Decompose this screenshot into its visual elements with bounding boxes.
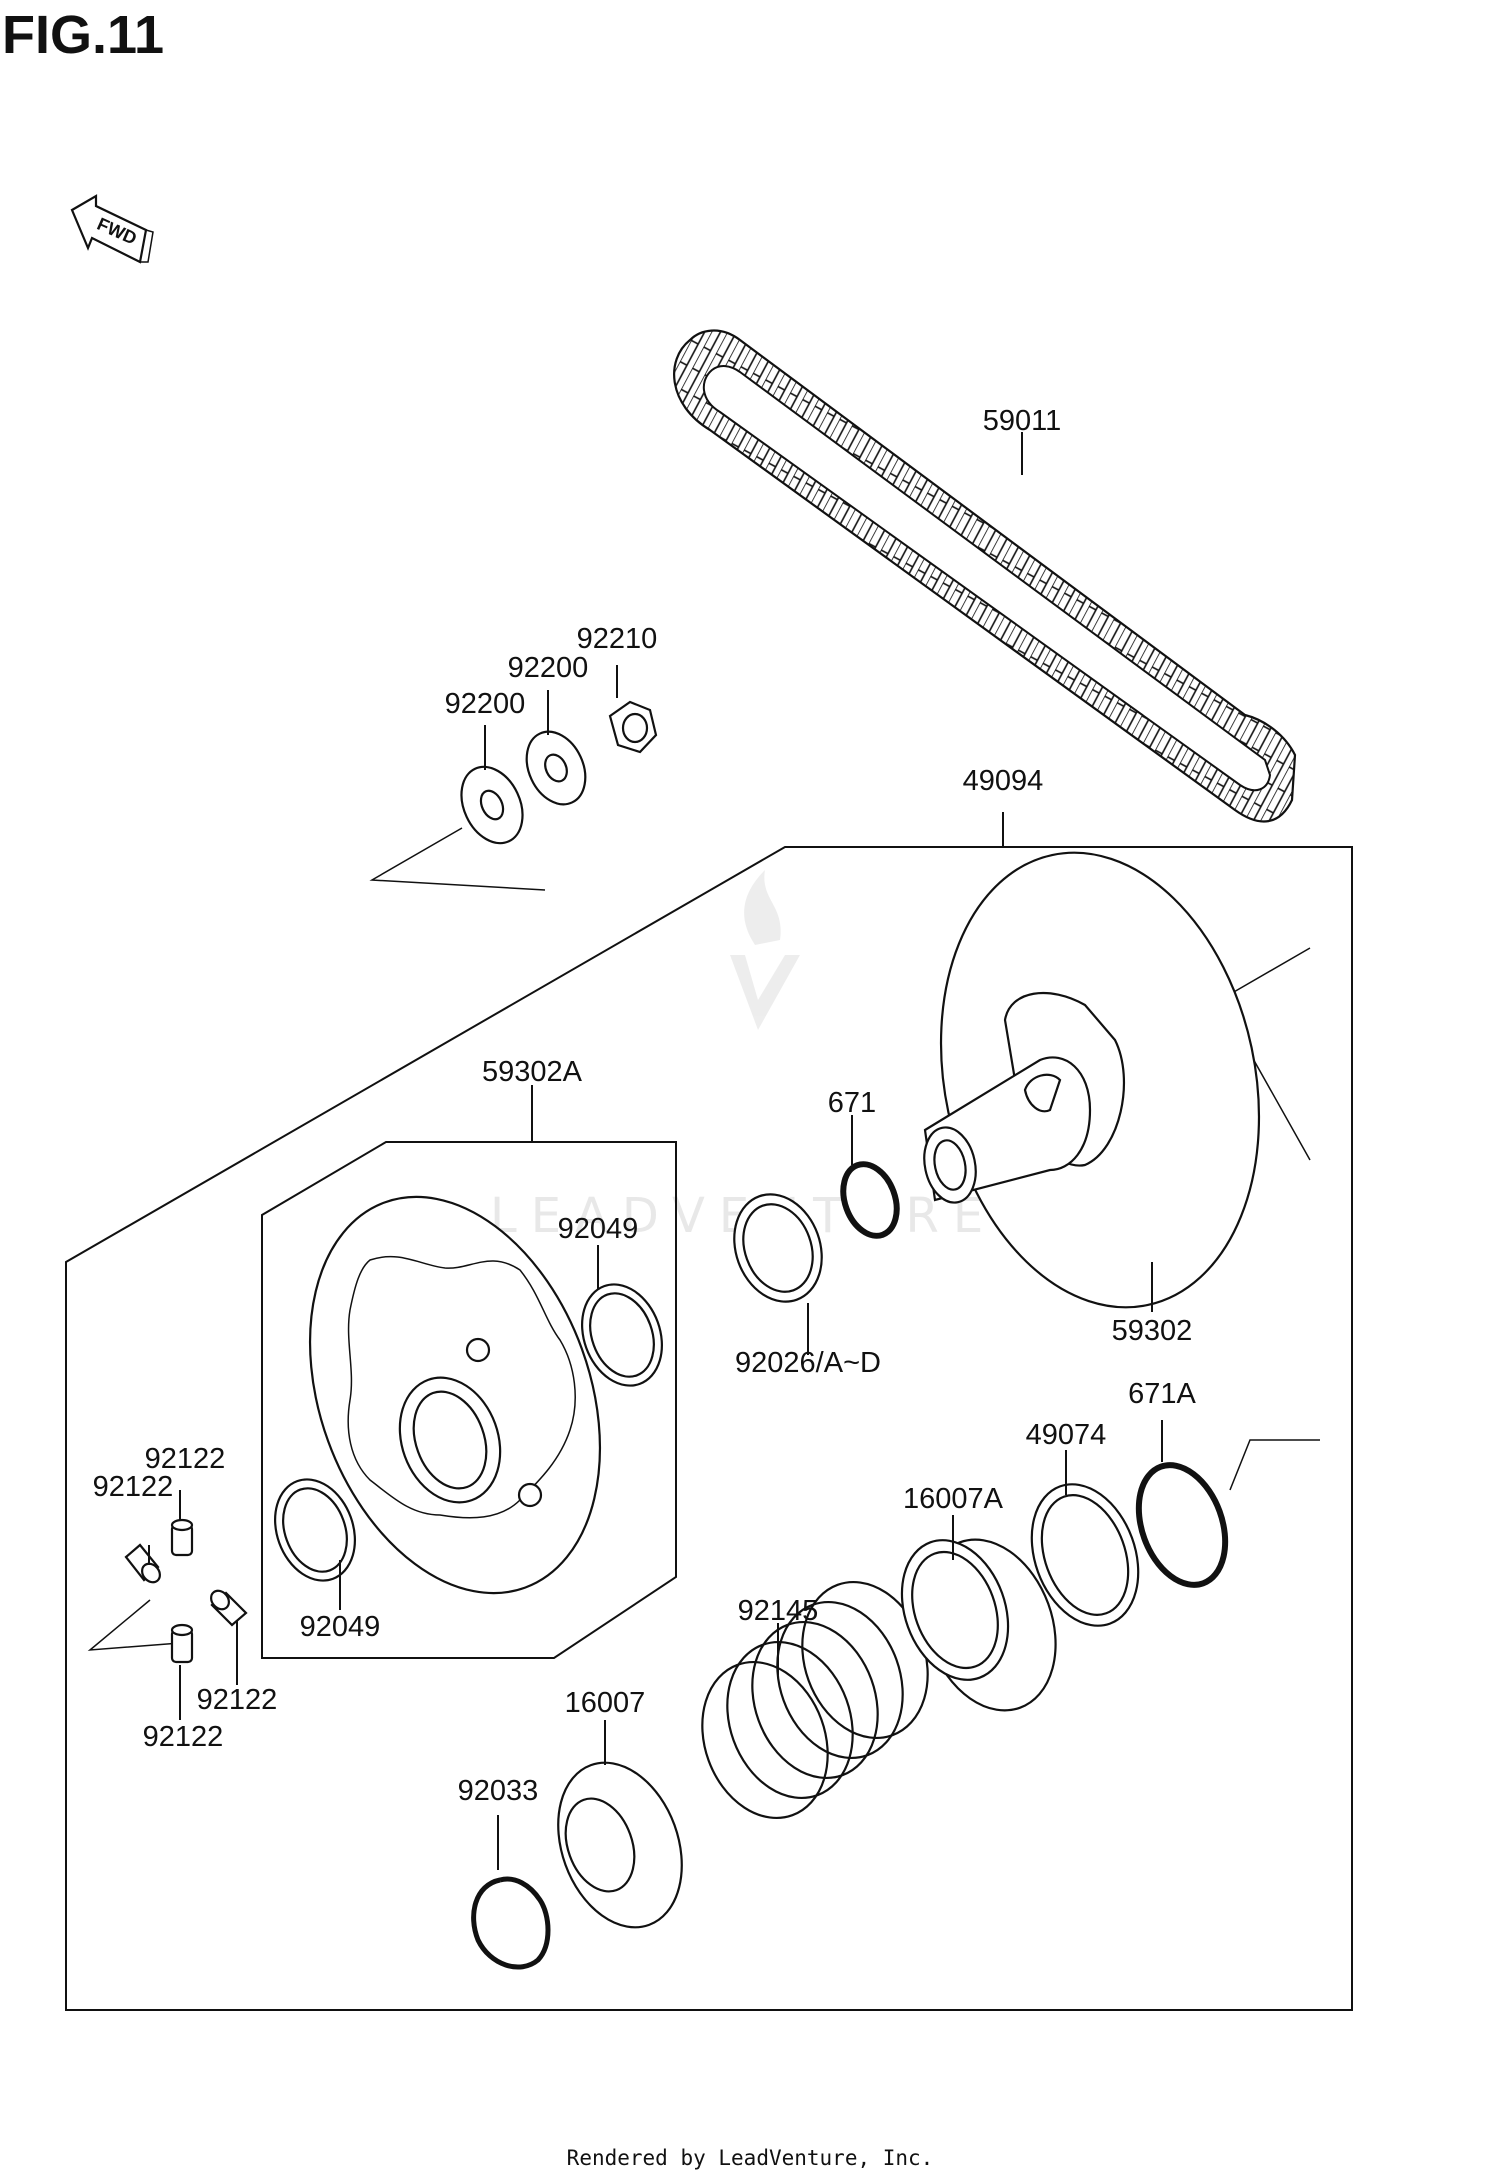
callout-nut: 92210 (577, 623, 658, 655)
callout-bearing: 16007 (565, 1687, 646, 1719)
callout-seal-upper: 92049 (558, 1213, 639, 1245)
bearing-ring (1030, 1483, 1140, 1627)
callout-driven-assy: 49094 (963, 765, 1044, 797)
callout-oring: 671 (828, 1087, 876, 1119)
callout-bearing-b: 16007A (903, 1483, 1004, 1515)
callout-pin-top-right: 92122 (145, 1443, 226, 1475)
callout-labels: 59011 92210 92200 92200 49094 59302A 671… (93, 405, 1197, 1807)
fwd-arrow-icon: FWD (70, 194, 154, 264)
movable-sheave (923, 851, 1261, 1309)
pin-top-left (124, 1543, 161, 1584)
pin-top-right (170, 1518, 194, 1557)
callout-washer-lower: 92200 (445, 688, 526, 720)
callout-bearing-ring: 49074 (1026, 1419, 1107, 1451)
watermark: LEADVENTURE (490, 870, 983, 1244)
nut (608, 700, 658, 754)
callout-spring: 92145 (738, 1595, 819, 1627)
shim (733, 1193, 823, 1303)
oring-small (840, 1161, 900, 1239)
seal-upper (581, 1283, 663, 1387)
callout-pin-bottom: 92122 (143, 1721, 224, 1753)
footer-credit: Rendered by LeadVenture, Inc. (566, 2146, 934, 2170)
assembly-outline (65, 846, 1353, 2011)
pin-bottom (170, 1623, 194, 1664)
washer-lower (460, 765, 524, 845)
callout-belt: 59011 (983, 405, 1062, 437)
circlip (471, 1876, 551, 1970)
callout-movable-sheave: 59302 (1112, 1315, 1193, 1347)
oring-large (1135, 1462, 1229, 1588)
washer-upper (525, 730, 587, 806)
leader-lines (148, 432, 1163, 1870)
pin-bottom-right (210, 1589, 248, 1627)
callout-circlip: 92033 (458, 1775, 539, 1807)
figure-title: FIG.11 (2, 5, 165, 65)
callout-shim: 92026/A~D (735, 1347, 881, 1379)
subassembly-outline (261, 1141, 677, 1659)
fixed-sheave (308, 1195, 602, 1595)
bearing (557, 1761, 683, 1929)
seal-lower (274, 1478, 356, 1582)
callout-washer-upper: 92200 (508, 652, 589, 684)
drive-belt (673, 329, 1297, 840)
callout-seal-lower: 92049 (300, 1611, 381, 1643)
callout-pin-bottom-right: 92122 (197, 1684, 278, 1716)
callout-pin-top-left: 92122 (93, 1471, 174, 1503)
callout-oring-large: 671A (1128, 1378, 1196, 1410)
bearing-b (900, 1538, 1057, 1712)
callout-fixed-sheave-assy: 59302A (482, 1056, 583, 1088)
